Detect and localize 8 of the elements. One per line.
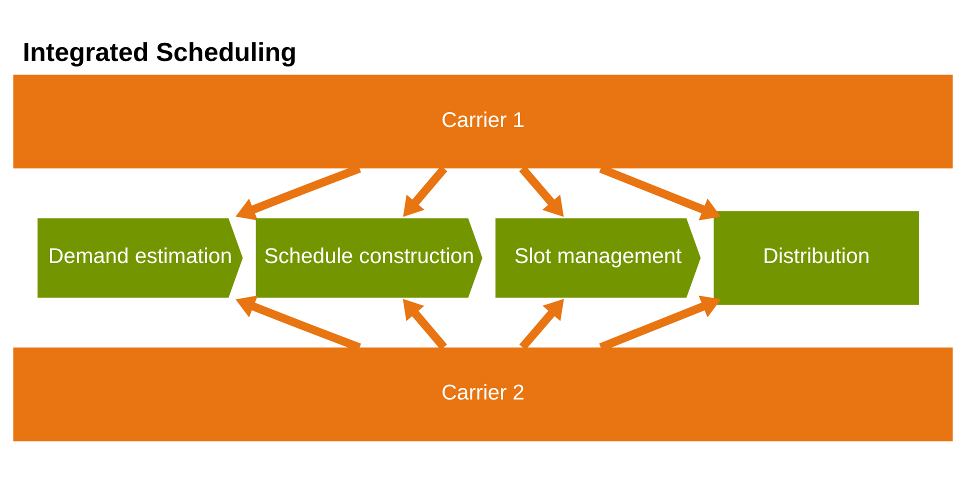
arrow xyxy=(519,165,564,216)
arrow xyxy=(403,165,448,216)
node-box: Carrier 1 xyxy=(13,74,953,168)
node-box: Carrier 2 xyxy=(13,347,953,441)
arrow xyxy=(519,298,564,350)
node-box: Distribution xyxy=(714,210,919,304)
diagram-title: Integrated Scheduling xyxy=(22,36,297,67)
arrow xyxy=(402,298,448,350)
